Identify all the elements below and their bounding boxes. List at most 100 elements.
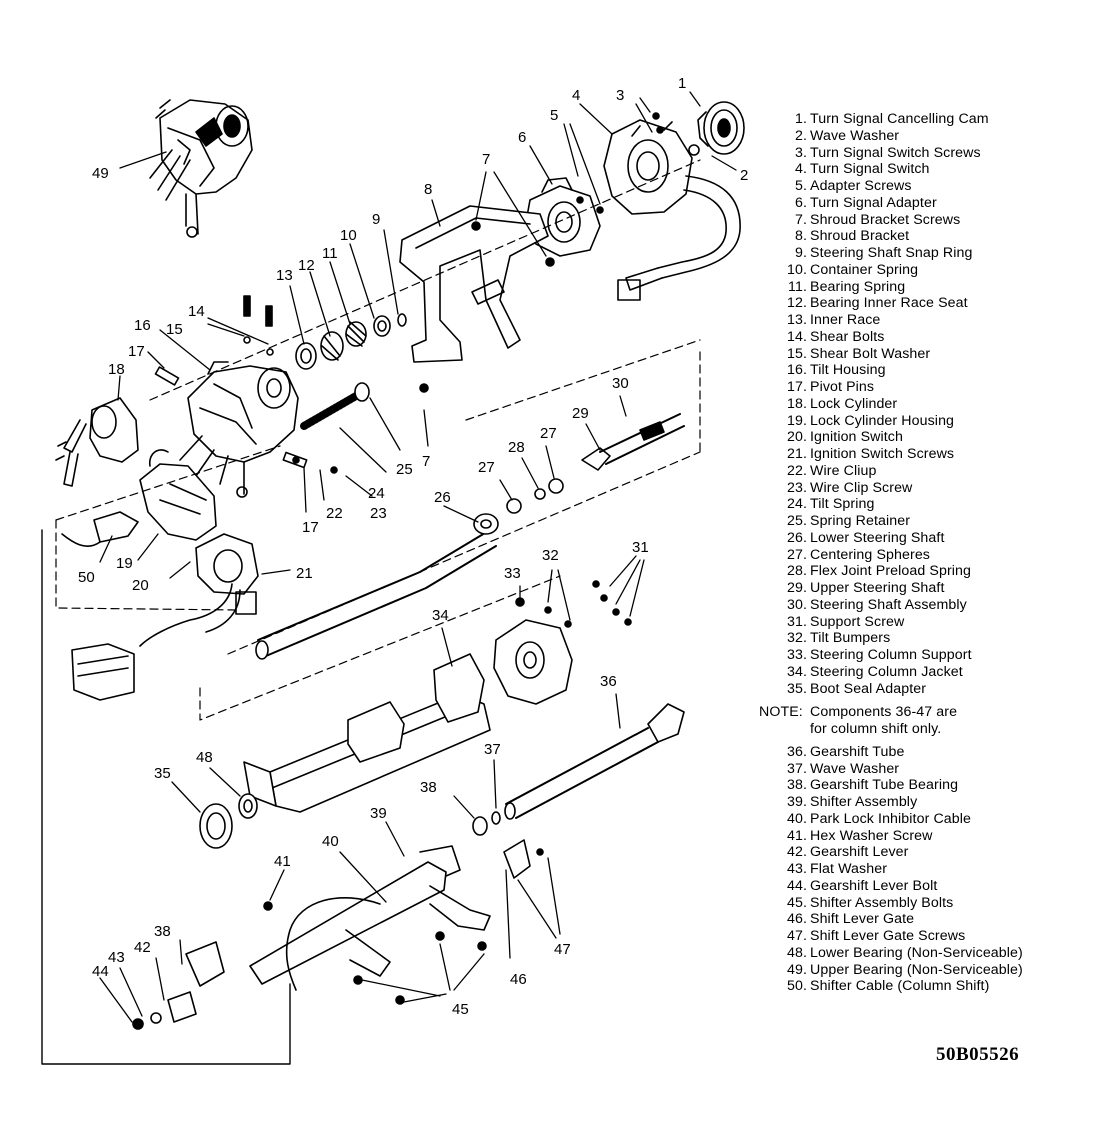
legend-item: 39.Shifter Assembly	[757, 794, 1087, 811]
legend-item-label: Upper Steering Shaft	[810, 580, 945, 596]
legend-item-number: 28.	[786, 563, 807, 580]
legend-item: 19.Lock Cylinder Housing	[757, 413, 1087, 430]
legend-item-number: 31.	[786, 613, 807, 630]
legend-item-label: Shear Bolts	[810, 328, 885, 345]
callout-37: 37	[484, 741, 501, 758]
callout-7: 7	[482, 151, 490, 168]
legend-item-number: 9.	[794, 245, 807, 261]
legend-item: 25.Spring Retainer	[757, 513, 1087, 530]
legend-item: 26.Lower Steering Shaft	[757, 530, 1087, 547]
legend-item-label: Turn Signal Switch Screws	[810, 144, 981, 161]
tilt-housing-part	[179, 361, 299, 498]
turn-signal-switch-part	[603, 119, 741, 301]
legend-item-label: Boot Seal Adapter	[810, 680, 927, 697]
callout-27a: 27	[478, 459, 495, 476]
callout-12: 12	[298, 257, 315, 274]
shifter-cable-part	[61, 511, 139, 547]
legend-item: 46.Shift Lever Gate	[757, 911, 1087, 928]
callout-34: 34	[432, 607, 449, 624]
legend-item-number: 11.	[788, 278, 807, 295]
legend-item-label: Tilt Spring	[810, 496, 875, 513]
callout-10: 10	[340, 227, 357, 244]
legend-item-number: 17.	[786, 379, 807, 395]
fasteners	[263, 112, 664, 1005]
callout-17a: 17	[128, 343, 145, 360]
legend-item-label: Shift Lever Gate Screws	[810, 928, 966, 944]
callout-16: 16	[134, 317, 151, 334]
legend-item-label: Support Screw	[810, 613, 905, 630]
legend-item: 37.Wave Washer	[757, 761, 1087, 778]
legend-item: 15.Shear Bolt Washer	[757, 346, 1087, 363]
callout-42: 42	[134, 939, 151, 956]
legend-item: 7.Shroud Bracket Screws	[757, 212, 1087, 229]
legend-item-label: Gearshift Tube	[810, 743, 905, 760]
callout-leader-lines	[99, 91, 737, 1023]
callout-28: 28	[508, 439, 525, 456]
legend-item-number: 4.	[794, 161, 807, 178]
legend-item-label: Ignition Switch Screws	[810, 446, 955, 462]
legend-item-number: 50.	[786, 978, 807, 995]
legend-item-label: Shroud Bracket Screws	[810, 211, 961, 228]
legend-item: 12.Bearing Inner Race Seat	[757, 295, 1087, 312]
callout-39: 39	[370, 805, 387, 822]
legend-item-number: 29.	[786, 580, 807, 596]
callout-29: 29	[572, 405, 589, 422]
legend-item-number: 6.	[794, 194, 807, 211]
legend-item: 41.Hex Washer Screw	[757, 828, 1087, 845]
gearshift-lever-parts	[132, 991, 197, 1030]
legend-item-label: Centering Spheres	[810, 546, 931, 563]
gearshift-bearing-parts	[472, 811, 501, 836]
legend-item-label: Steering Shaft Assembly	[810, 596, 967, 613]
legend-item: 3.Turn Signal Switch Screws	[757, 145, 1087, 162]
legend-item-label: Turn Signal Adapter	[810, 194, 937, 211]
legend-item-number: 43.	[786, 861, 807, 877]
legend-item-number: 36.	[786, 743, 807, 760]
legend-item-label: Turn Signal Cancelling Cam	[810, 111, 989, 127]
legend-item: 34.Steering Column Jacket	[757, 664, 1087, 681]
legend-item-label: Upper Bearing (Non-Serviceable)	[810, 961, 1023, 978]
legend-item-number: 45.	[786, 894, 807, 911]
lock-cylinder-part	[55, 397, 139, 487]
callout-15: 15	[166, 321, 183, 338]
ignition-switch-part	[71, 533, 259, 701]
legend-item-number: 49.	[786, 961, 807, 978]
legend-item-label: Steering Column Support	[810, 647, 972, 663]
legend-item-number: 24.	[786, 496, 807, 513]
legend-item: 47.Shift Lever Gate Screws	[757, 928, 1087, 945]
callout-35: 35	[154, 765, 171, 782]
legend-item-label: Shifter Cable (Column Shift)	[810, 978, 990, 995]
legend-item-number: 32.	[786, 630, 807, 647]
shift-lever-gate-part	[503, 839, 531, 879]
legend-item: 8.Shroud Bracket	[757, 228, 1087, 245]
legend-item-number: 46.	[786, 911, 807, 928]
callout-6: 6	[518, 129, 526, 146]
note-line-2: for column shift only.	[810, 721, 942, 737]
legend-item: 38.Gearshift Tube Bearing	[757, 777, 1087, 794]
callout-9: 9	[372, 211, 380, 228]
legend-item-number: 8.	[794, 228, 807, 245]
legend-item-label: Park Lock Inhibitor Cable	[810, 810, 972, 827]
legend-item-number: 27.	[786, 546, 807, 563]
legend-item-number: 12.	[786, 295, 807, 312]
legend-item-number: 16.	[786, 362, 807, 379]
legend-item: 40.Park Lock Inhibitor Cable	[757, 811, 1087, 828]
callout-43: 43	[108, 949, 125, 966]
shear-bolts-part	[243, 295, 274, 356]
legend-item-label: Steering Column Jacket	[810, 663, 963, 680]
legend-item-label: Gearshift Tube Bearing	[810, 777, 959, 794]
legend-item: 50.Shifter Cable (Column Shift)	[757, 978, 1087, 995]
callout-44: 44	[92, 963, 109, 980]
legend-item: 4.Turn Signal Switch	[757, 161, 1087, 178]
callout-numbers: 1 2 3 4 5 6 7 8 9 10 11 12 13 14 15 16 1…	[78, 75, 748, 1018]
legend-item-number: 25.	[786, 513, 807, 529]
legend-item-label: Spring Retainer	[810, 513, 911, 529]
callout-20: 20	[132, 577, 149, 594]
upper-steering-shaft-part	[506, 413, 685, 514]
legend-item: 49.Upper Bearing (Non-Serviceable)	[757, 962, 1087, 979]
legend-item-label: Bearing Inner Race Seat	[810, 295, 968, 312]
legend-item-number: 1.	[794, 111, 807, 127]
legend-item: 6.Turn Signal Adapter	[757, 195, 1087, 212]
legend-item-label: Bearing Spring	[810, 278, 906, 295]
callout-41: 41	[274, 853, 291, 870]
